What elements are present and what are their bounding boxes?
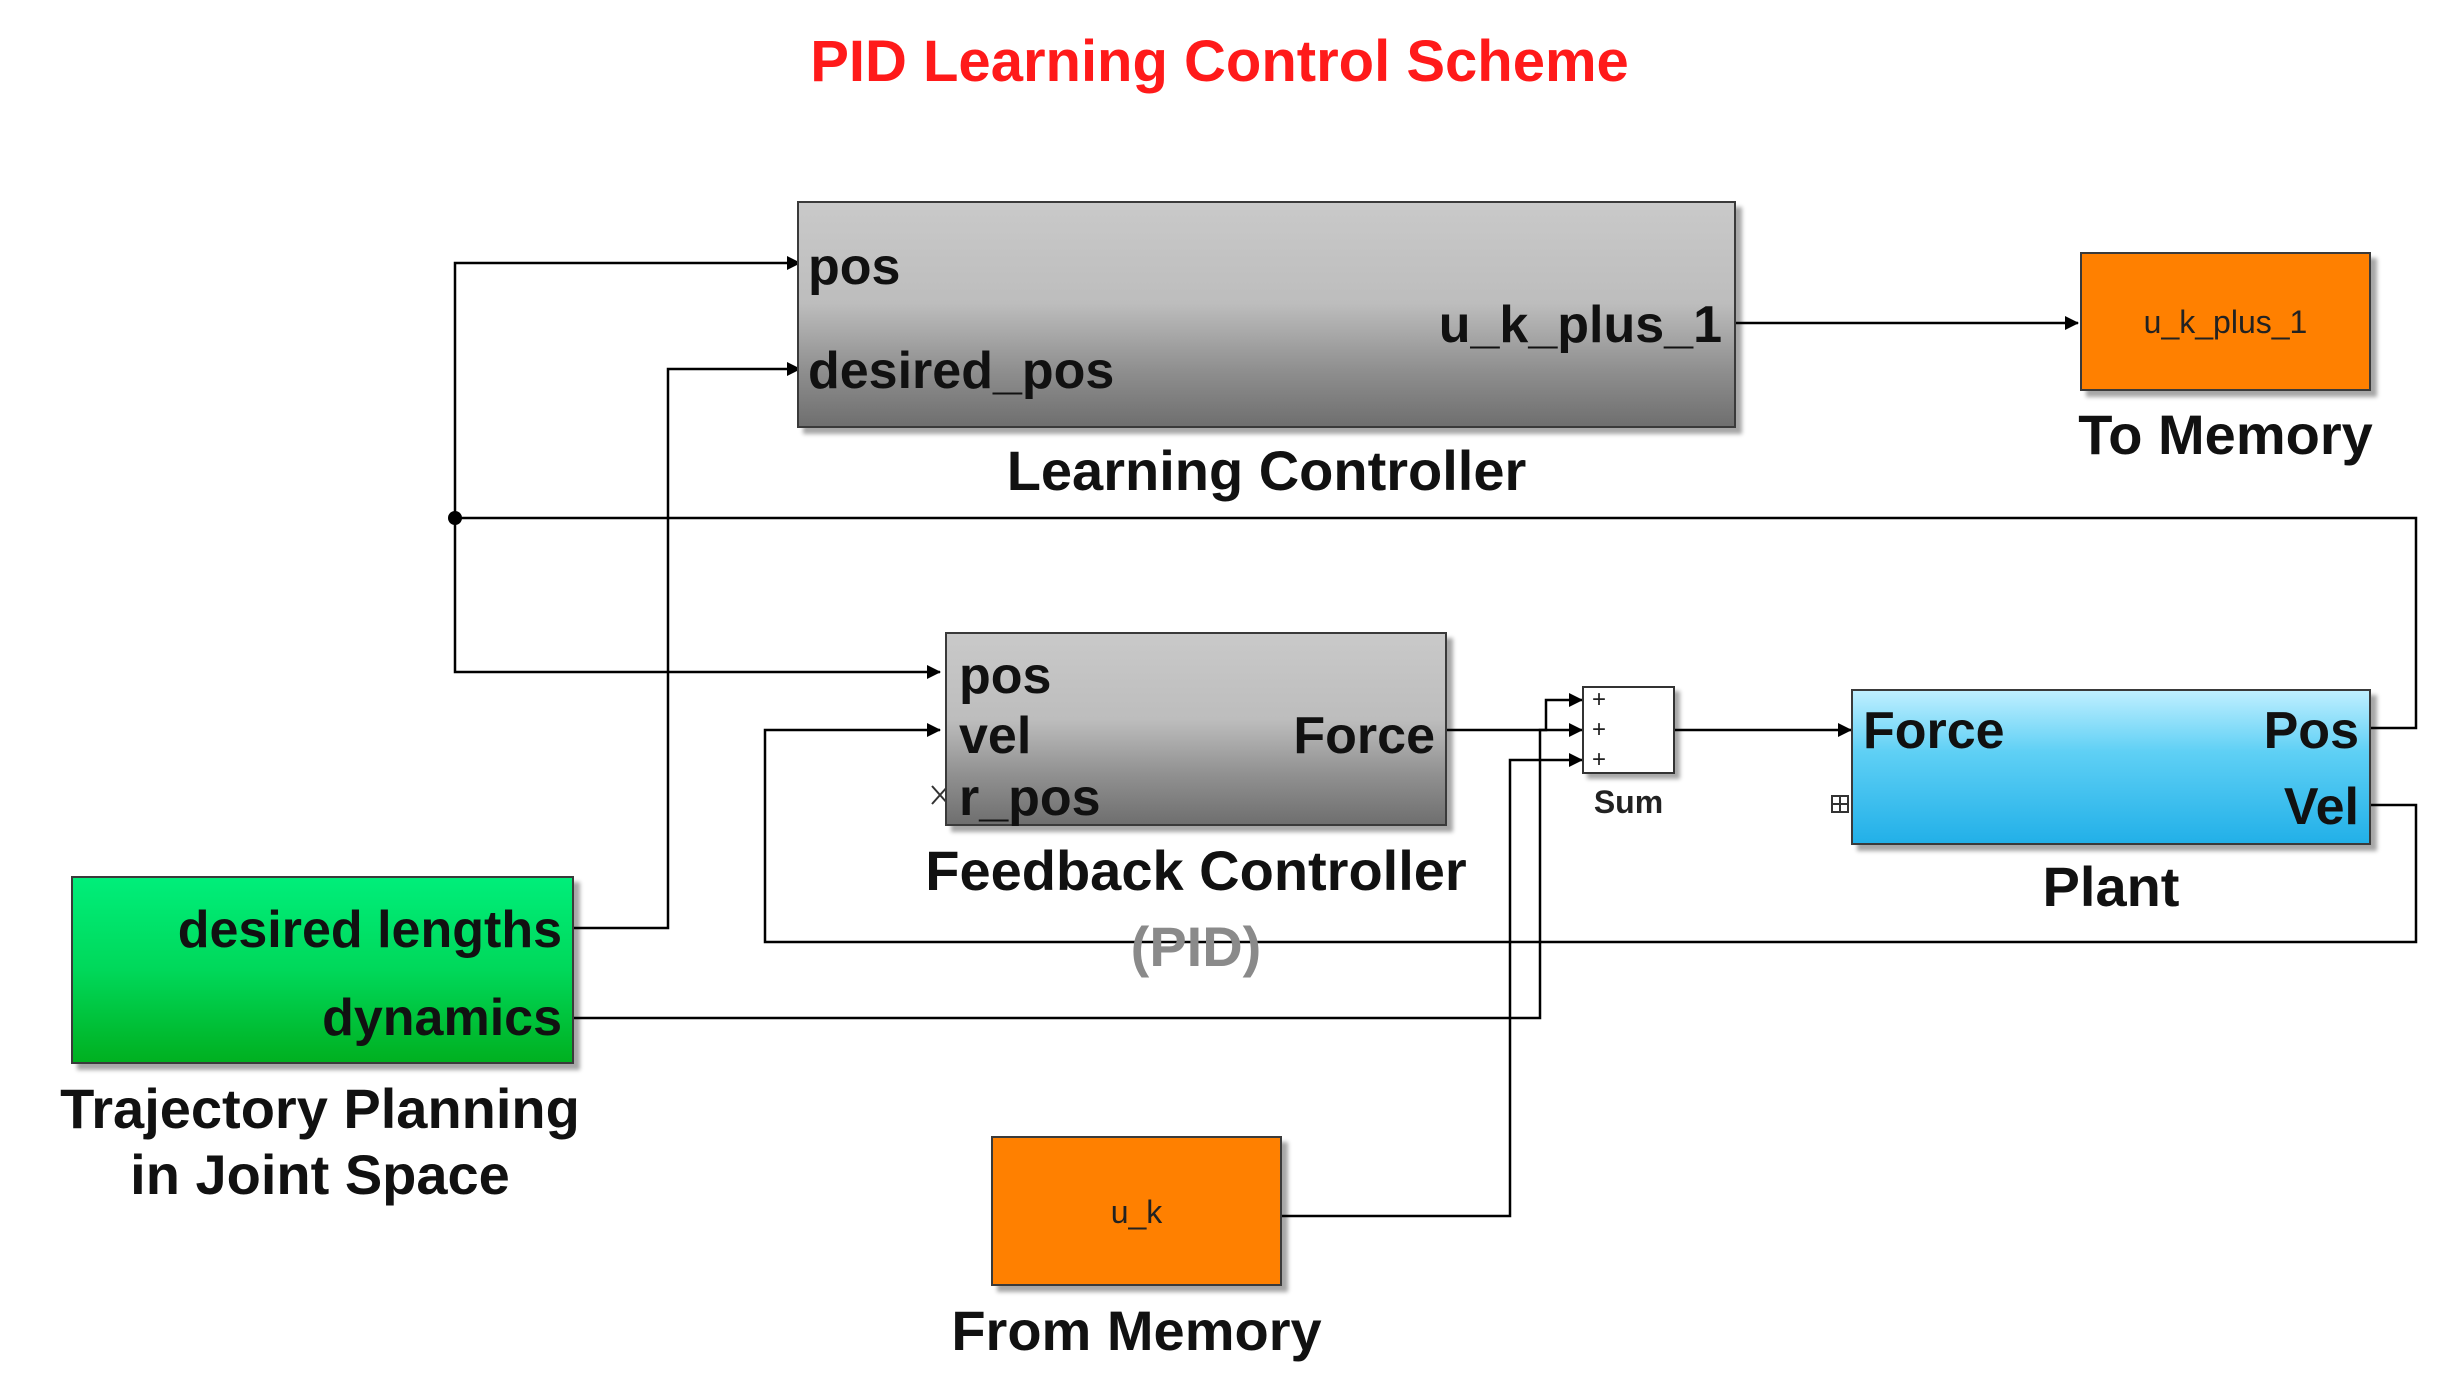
feedback-controller-sublabel: (PID) [1130, 915, 1262, 978]
branch-point [448, 511, 462, 525]
plant-output-pos: Pos [2263, 702, 2359, 760]
wire-plant-pos [453, 516, 2418, 730]
learning-input-pos: pos [808, 238, 901, 296]
sum-sign-1: + [1592, 686, 1607, 713]
sum-sign-2: + [1592, 716, 1607, 743]
feedback-output-force: Force [1293, 707, 1435, 765]
trajectory-label-line1: Trajectory Planning [60, 1077, 580, 1140]
sum-block[interactable]: + + + [1582, 686, 1675, 774]
plant-output-vel: Vel [2283, 778, 2359, 836]
from-memory-value: u_k [1110, 1194, 1163, 1230]
feedback-input-pos: pos [959, 647, 1052, 705]
to-memory-value: u_k_plus_1 [2143, 304, 2308, 340]
trajectory-output-desired-lengths: desired lengths [177, 901, 562, 959]
wire-plant-vel [763, 723, 2418, 944]
learning-output-u-k-plus-1: u_k_plus_1 [1438, 296, 1722, 354]
wire-dynamics [574, 723, 1583, 1020]
learning-controller-label: Learning Controller [1006, 439, 1527, 502]
wire-force-to-sum [1447, 693, 1583, 732]
plant-block[interactable]: Force Pos Vel [1851, 689, 2371, 845]
from-memory-block[interactable]: u_k [991, 1136, 1282, 1286]
sum-sign-3: + [1592, 746, 1607, 773]
learning-input-desired-pos: desired_pos [808, 342, 1115, 400]
plant-input-force: Force [1863, 702, 2005, 760]
feedback-input-vel: vel [959, 707, 1032, 765]
wire-from-memory [1282, 753, 1583, 1218]
sum-label: Sum [1593, 784, 1664, 820]
wire-pos-to-learning [453, 256, 801, 518]
plant-label: Plant [2042, 855, 2180, 918]
from-memory-label: From Memory [951, 1299, 1322, 1362]
diagram-title: PID Learning Control Scheme [810, 29, 1629, 94]
feedback-input-r-pos: r_pos [959, 769, 1101, 827]
learning-controller-block[interactable]: pos desired_pos u_k_plus_1 [797, 201, 1736, 428]
feedback-controller-label: Feedback Controller [925, 839, 1467, 902]
trajectory-planning-block[interactable]: desired lengths dynamics [71, 876, 574, 1064]
to-memory-label: To Memory [2078, 403, 2373, 466]
feedback-controller-block[interactable]: pos vel r_pos Force [945, 632, 1447, 827]
trajectory-label-line2: in Joint Space [130, 1143, 510, 1206]
trajectory-output-dynamics: dynamics [322, 989, 562, 1047]
wire-desired-lengths [574, 362, 801, 930]
to-memory-block[interactable]: u_k_plus_1 [2080, 252, 2371, 391]
